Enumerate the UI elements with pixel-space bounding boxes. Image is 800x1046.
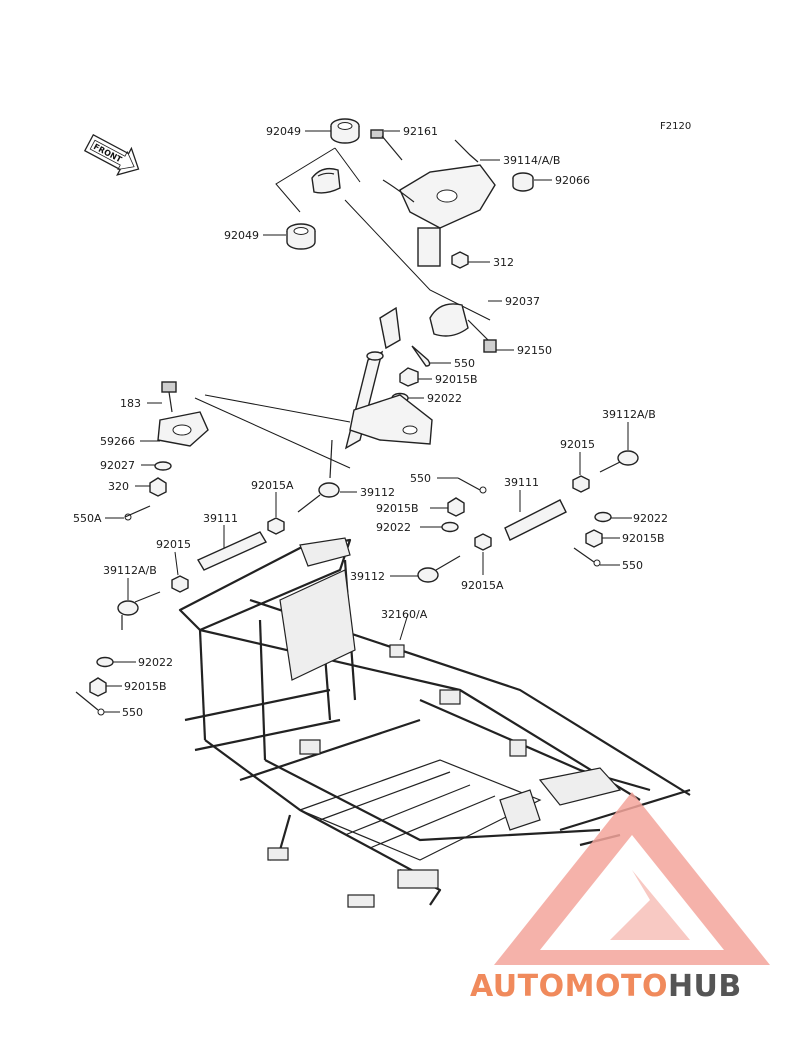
callout-312: 312 — [493, 256, 514, 269]
callout-92037: 92037 — [505, 295, 540, 308]
watermark-text-automoto: AUTOMOTO — [470, 969, 668, 1004]
tie-rod-end-39112-mid-icon — [417, 555, 461, 583]
washer-92027-icon — [154, 461, 172, 471]
callout-labels: 92049 92161 39114/A/B 92066 92049 312 92… — [73, 125, 668, 719]
callout-32160: 32160/A — [381, 608, 428, 621]
callout-92015-right: 92015 — [560, 438, 595, 451]
callout-39111-left: 39111 — [203, 512, 238, 525]
callout-92022-right: 92022 — [633, 512, 668, 525]
callout-92022-top: 92022 — [427, 392, 462, 405]
front-arrow-icon: FRONT — [83, 133, 140, 176]
callout-92015-left: 92015 — [156, 538, 191, 551]
left-parts-group — [105, 381, 357, 630]
bolt-92161-icon — [370, 129, 403, 161]
bolt-92150-icon — [467, 319, 497, 353]
bushing-top-icon — [330, 118, 360, 144]
callout-92015A-left: 92015A — [251, 479, 294, 492]
nut-92015B-right-icon — [585, 529, 603, 548]
right-parts-group — [390, 422, 639, 583]
cap-92066-icon — [512, 172, 534, 192]
callout-92027: 92027 — [100, 459, 135, 472]
nut-312-icon — [451, 251, 469, 269]
cotter-550-right-icon — [573, 547, 601, 567]
callout-92049-top: 92049 — [266, 125, 301, 138]
cotter-550-mid-icon — [457, 477, 487, 494]
cotter-pin-icon — [411, 345, 431, 367]
callout-550-bottom: 550 — [122, 706, 143, 719]
callout-39112-center: 39112 — [360, 486, 395, 499]
callout-550A: 550A — [73, 512, 102, 525]
tie-rod-end-39112AB-right-icon — [599, 450, 639, 473]
main-frame-icon — [178, 537, 691, 908]
callout-39112-mid: 39112 — [350, 570, 385, 583]
callout-92015B-right: 92015B — [622, 532, 665, 545]
bearing-59266-icon — [157, 411, 209, 447]
tie-rod-end-39112AB-left-icon — [117, 591, 161, 630]
callout-92022-mid: 92022 — [376, 521, 411, 534]
figure-code: F2120 — [660, 121, 691, 132]
callout-550-mid: 550 — [410, 472, 431, 485]
washer-92022-right-icon — [594, 511, 612, 523]
callout-92015B-bottom: 92015B — [124, 680, 167, 693]
callout-550-right: 550 — [622, 559, 643, 572]
clamp-lower-icon — [429, 303, 469, 337]
nut-92015-right-icon — [572, 475, 590, 493]
callout-92022-bottom: 92022 — [138, 656, 173, 669]
callout-59266: 59266 — [100, 435, 135, 448]
washer-92022-bottom-icon — [96, 656, 114, 668]
callout-39112AB-right: 39112A/B — [602, 408, 656, 421]
watermark-triangle-icon — [494, 792, 770, 965]
callout-183: 183 — [120, 397, 141, 410]
tie-rod-39111-left-icon — [196, 531, 268, 571]
nut-320-icon — [149, 477, 167, 497]
clamp-left-icon — [311, 167, 341, 194]
steering-column-group — [194, 118, 552, 479]
callout-92066: 92066 — [555, 174, 590, 187]
tie-rod-39111-right-icon — [504, 499, 567, 541]
callout-39112AB-left: 39112A/B — [103, 564, 157, 577]
nut-92015B-mid-icon — [447, 497, 465, 517]
callout-39114: 39114/A/B — [503, 154, 560, 167]
callout-39111-right: 39111 — [504, 476, 539, 489]
callout-92049-left: 92049 — [224, 229, 259, 242]
cotter-550A-icon — [124, 505, 151, 521]
callout-92161: 92161 — [403, 125, 438, 138]
callout-92150: 92150 — [517, 344, 552, 357]
callout-92015B-top: 92015B — [435, 373, 478, 386]
svg-text:AUTOMOTOHUB: AUTOMOTOHUB — [470, 969, 742, 1004]
callout-92015B-mid: 92015B — [376, 502, 419, 515]
callout-320: 320 — [108, 480, 129, 493]
washer-92022-mid-icon — [441, 521, 459, 533]
bolt-183-icon — [161, 381, 177, 413]
tie-rod-end-39112-icon — [297, 482, 340, 513]
nut-92015A-mid-icon — [474, 533, 492, 551]
bottom-left-parts-group — [75, 656, 136, 716]
nut-92015-left-icon — [171, 575, 189, 593]
watermark-logo: AUTOMOTOHUB — [470, 792, 770, 1004]
watermark-text-hub: HUB — [668, 969, 742, 1004]
nut-92015A-left-icon — [267, 517, 285, 535]
nut-92015B-icon — [399, 367, 419, 387]
handlebar-holder-icon — [382, 139, 496, 267]
callout-550-top: 550 — [454, 357, 475, 370]
steering-shaft-icon — [329, 306, 433, 479]
nut-92015B-bottom-icon — [89, 677, 107, 697]
bushing-left-icon — [286, 223, 316, 250]
callout-92015A-mid: 92015A — [461, 579, 504, 592]
